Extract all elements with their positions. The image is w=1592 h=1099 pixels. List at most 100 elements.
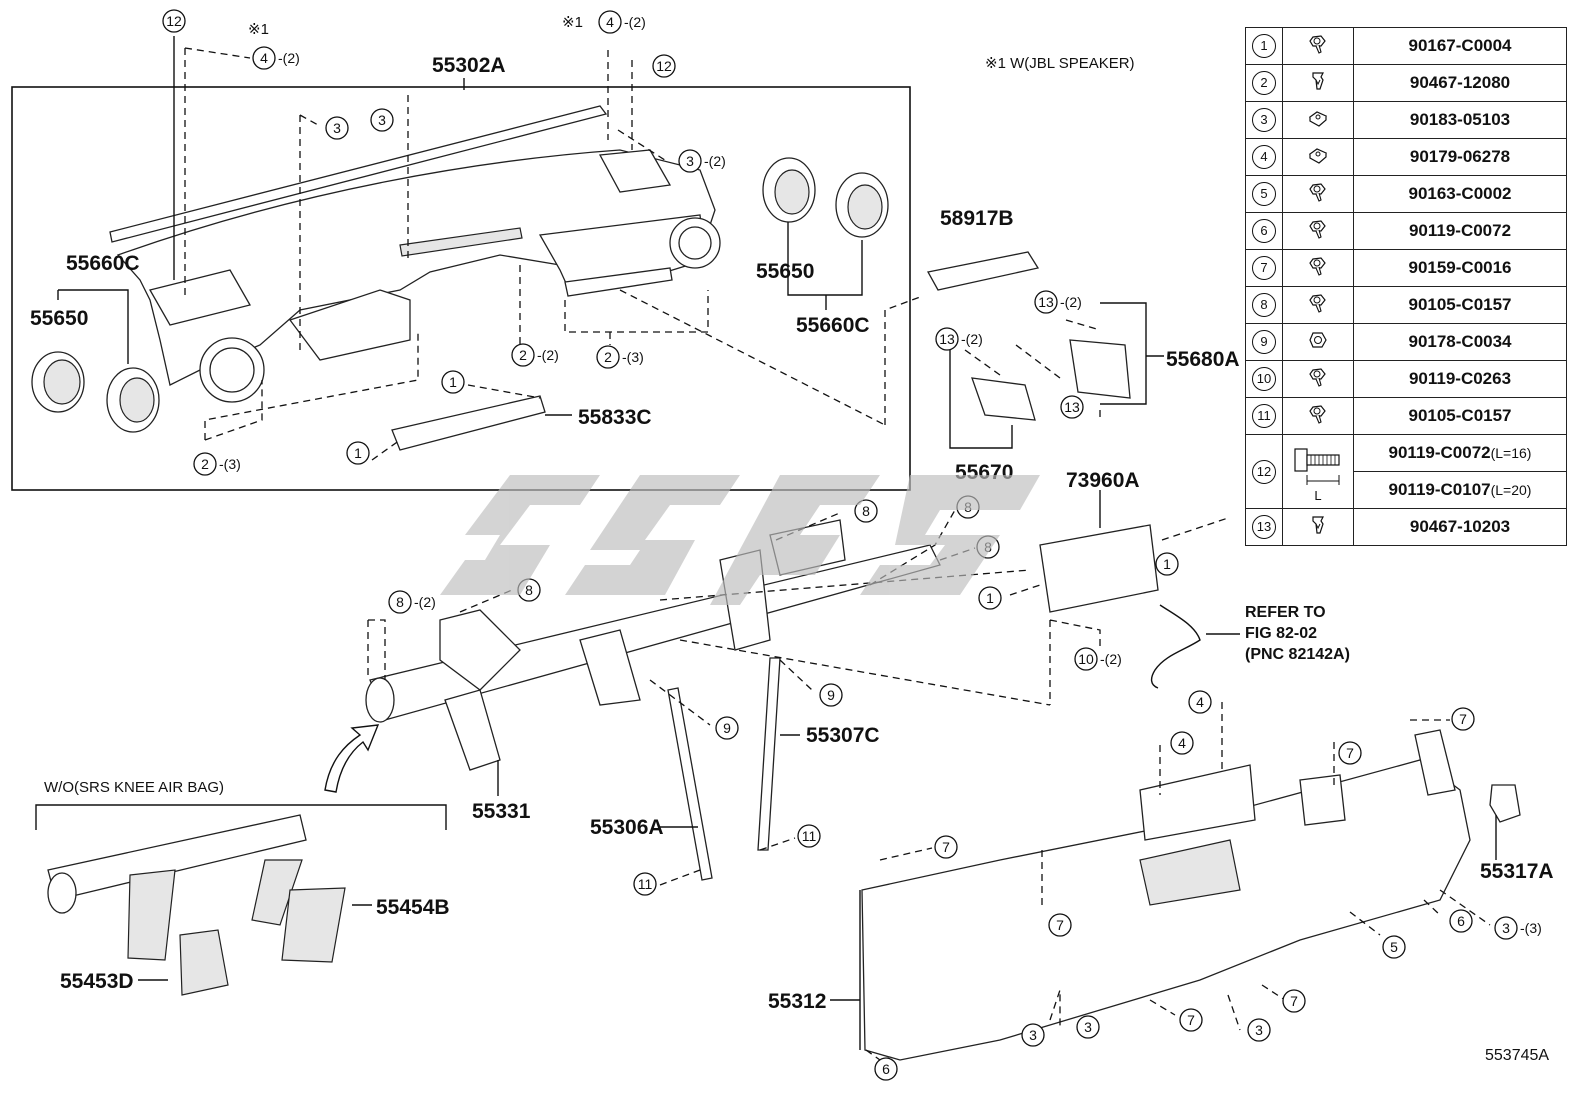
callout-11: 11 (797, 824, 821, 848)
part-label-55680A: 55680A (1166, 348, 1240, 371)
legend-index-circle: 6 (1252, 219, 1276, 243)
svg-text:7: 7 (942, 839, 950, 855)
legend-index: 5 (1245, 175, 1283, 213)
legend-index-circle: 4 (1252, 145, 1276, 169)
callout-13: 13 (1060, 395, 1084, 419)
svg-text:-(2): -(2) (537, 347, 559, 363)
legend-part-number: 90163-C0002 (1353, 175, 1567, 213)
svg-text:4: 4 (1178, 735, 1186, 751)
svg-text:1: 1 (354, 445, 362, 461)
knee-bracket-illustration (47, 814, 346, 996)
legend-part-number: 90119-C0263 (1353, 360, 1567, 398)
svg-text:1: 1 (449, 374, 457, 390)
bolt-icon (1282, 212, 1354, 250)
legend-part-number: 90105-C0157 (1353, 286, 1567, 324)
callout-6: 6 (1449, 909, 1473, 933)
legend-index-circle: 5 (1252, 182, 1276, 206)
bolt-icon (1282, 27, 1354, 65)
legend-index: 7 (1245, 249, 1283, 287)
legend-index-circle: 13 (1252, 515, 1276, 539)
callout-7: 7 (1451, 707, 1475, 731)
clip-icon (1282, 508, 1354, 546)
svg-text:7: 7 (1290, 993, 1298, 1009)
svg-text:3: 3 (1502, 920, 1510, 936)
legend-index: 13 (1245, 508, 1283, 546)
part-label-55306A: 55306A (590, 816, 664, 839)
svg-text:7: 7 (1346, 745, 1354, 761)
callout-3: 3 (1494, 916, 1518, 940)
clip-icon (1282, 64, 1354, 102)
legend-index: 8 (1245, 286, 1283, 324)
figure-id: 553745A (1485, 1047, 1549, 1064)
wo-knee-airbag-note: W/O(SRS KNEE AIR BAG) (44, 779, 224, 796)
svg-text:-(2): -(2) (961, 331, 983, 347)
legend-part-number: 90467-10203 (1353, 508, 1567, 546)
legend-part-number: 90119-C0072(L=16)90119-C0107(L=20) (1353, 434, 1567, 509)
legend-index: 3 (1245, 101, 1283, 139)
svg-text:7: 7 (1056, 917, 1064, 933)
callout-1: 1 (346, 441, 370, 465)
instrument-panel-group-box (11, 86, 911, 491)
callout-3: 3 (1076, 1015, 1100, 1039)
callout-4: 4 (598, 10, 622, 34)
svg-text:1: 1 (1163, 556, 1171, 572)
svg-text:6: 6 (1457, 913, 1465, 929)
legend-index-circle: 8 (1252, 293, 1276, 317)
legend-index-circle: 12 (1252, 459, 1276, 484)
55680a-vent-illustration (1069, 339, 1131, 399)
part-label-55312: 55312 (768, 990, 826, 1013)
part-label-55331: 55331 (472, 800, 531, 823)
legend-row: 5 90163-C0002 (1245, 175, 1567, 213)
svg-text:-(3): -(3) (219, 456, 241, 472)
callout-1: 1 (1155, 552, 1179, 576)
73960a-box-illustration (1039, 524, 1159, 613)
legend-part-variant: 90119-C0072(L=16) (1388, 443, 1532, 462)
nut-clip-icon (1282, 101, 1354, 139)
svg-text:-(3): -(3) (622, 349, 644, 365)
legend-part-number: 90178-C0034 (1353, 323, 1567, 361)
instrument-panel-illustration (109, 105, 721, 403)
bolt-icon (1282, 175, 1354, 213)
part-label-73960A: 73960A (1066, 469, 1140, 492)
svg-text:3: 3 (686, 153, 694, 169)
lower-panel-illustration (861, 729, 1521, 1061)
svg-text:13: 13 (1064, 399, 1080, 415)
legend-part-number: 90105-C0157 (1353, 397, 1567, 435)
watermark-logo (440, 475, 1040, 605)
callouts: 12 4 4 12 3 3 3 2 2 1 1 2 13 13 13 8 8 8… (162, 9, 1518, 1081)
part-label-55307C: 55307C (806, 724, 880, 747)
svg-text:13: 13 (939, 331, 955, 347)
55306a-brace-illustration (667, 687, 713, 881)
arrow-icon (324, 724, 380, 793)
legend-index-circle: 7 (1252, 256, 1276, 280)
length-dimension-label: L (1314, 487, 1322, 503)
svg-text:6: 6 (882, 1061, 890, 1077)
legend-index-circle: 2 (1252, 71, 1276, 95)
callout-2: 2 (596, 345, 620, 369)
part-label-55317A: 55317A (1480, 860, 1554, 883)
callout-7: 7 (934, 835, 958, 859)
part-label-55650: 55650 (30, 307, 88, 330)
svg-text:13: 13 (1038, 294, 1054, 310)
legend-part-length: (L=20) (1490, 482, 1532, 498)
long-bolt-icon: L (1282, 434, 1354, 509)
part-label-55660C: 55660C (66, 252, 140, 275)
part-label-55453D: 55453D (60, 970, 134, 993)
callout-7: 7 (1048, 913, 1072, 937)
legend-part-number: 90167-C0004 (1353, 27, 1567, 65)
refer-note-line3: (PNC 82142A) (1245, 646, 1350, 663)
jbl-mark: ※1 (248, 21, 269, 38)
quantity-labels: -(2) -(2) -(2) -(2) -(3) -(3) -(2) -(2) … (219, 14, 1542, 936)
55307c-brace-illustration (757, 657, 781, 851)
bolt-icon (1282, 360, 1354, 398)
callout-2: 2 (511, 343, 535, 367)
callout-3: 3 (1021, 1023, 1045, 1047)
callout-4: 4 (1188, 690, 1212, 714)
callout-4: 4 (1170, 731, 1194, 755)
svg-text:9: 9 (723, 720, 731, 736)
svg-text:9: 9 (827, 687, 835, 703)
